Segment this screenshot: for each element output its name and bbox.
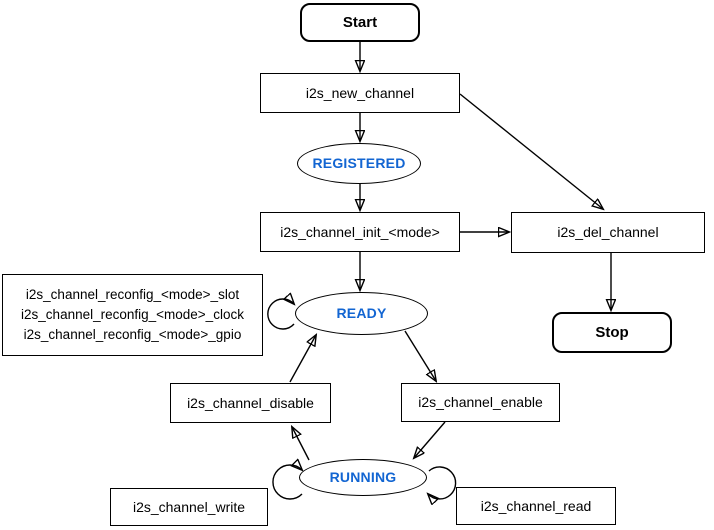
- ready-state: READY: [295, 292, 428, 335]
- arrow-ready-to-enable: [404, 330, 436, 381]
- arrow-new-channel-to-del-channel: [459, 93, 603, 209]
- running-self-loop-left: [272, 465, 302, 500]
- ready-self-loop: [267, 299, 294, 330]
- start-node: Start: [300, 3, 420, 42]
- arrow-disable-to-ready: [289, 335, 316, 383]
- registered-state: REGISTERED: [297, 143, 421, 184]
- channel-write-node: i2s_channel_write: [110, 488, 268, 526]
- running-state: RUNNING: [299, 459, 427, 496]
- reconfig-line-clock: i2s_channel_reconfig_<mode>_clock: [21, 306, 244, 322]
- running-self-loop-right: [428, 466, 457, 499]
- arrow-running-to-disable: [292, 427, 310, 461]
- del-channel-node: i2s_del_channel: [511, 212, 705, 253]
- reconfig-line-gpio: i2s_channel_reconfig_<mode>_gpio: [23, 327, 242, 343]
- stop-node: Stop: [552, 312, 672, 353]
- new-channel-node: i2s_new_channel: [260, 73, 460, 113]
- reconfig-line-slot: i2s_channel_reconfig_<mode>_slot: [25, 286, 240, 302]
- reconfig-node: i2s_channel_reconfig_<mode>_slot i2s_cha…: [2, 274, 263, 356]
- channel-read-node: i2s_channel_read: [456, 487, 616, 525]
- arrow-enable-to-running: [414, 421, 446, 458]
- channel-disable-node: i2s_channel_disable: [170, 383, 331, 423]
- channel-enable-node: i2s_channel_enable: [401, 383, 560, 422]
- channel-init-node: i2s_channel_init_<mode>: [260, 212, 460, 252]
